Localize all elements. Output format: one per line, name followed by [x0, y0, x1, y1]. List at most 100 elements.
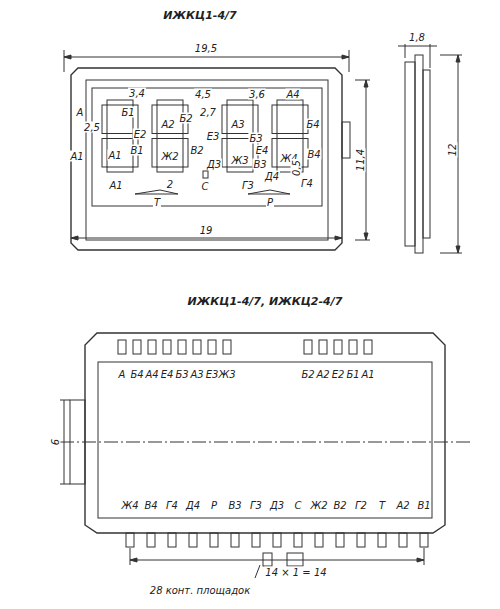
segment-label: Р: [211, 500, 217, 511]
dimension: А4: [145, 369, 158, 380]
contact-pad: [148, 340, 156, 354]
contact-pad: [126, 533, 134, 547]
segment-label: С: [295, 500, 302, 511]
dimension: 2,5: [83, 122, 101, 133]
contact-pad: [163, 340, 171, 354]
contact-pad: [364, 340, 372, 354]
dimension: Б2: [178, 113, 193, 124]
dimension: Е3: [206, 369, 219, 380]
dimension: В4: [144, 500, 157, 511]
dimension: 3,6: [248, 89, 266, 100]
dimension: Б4: [305, 119, 320, 130]
dimension: В1: [129, 145, 144, 156]
contact-pad: [133, 340, 141, 354]
dimension: 0,5: [291, 159, 302, 177]
contact-pad: [304, 340, 312, 354]
dimension: А3: [230, 119, 245, 130]
contact-pad: [168, 533, 176, 547]
dimension: Б3: [175, 369, 188, 380]
contact-pad: [118, 340, 126, 354]
segment: [157, 100, 183, 105]
dimension: 2: [166, 179, 174, 190]
dimension: В4: [306, 149, 321, 160]
contact-pad: [273, 533, 281, 547]
dimension: В1: [417, 500, 430, 511]
dimension: В2: [333, 500, 346, 511]
dimension: В3: [228, 500, 241, 511]
dimension: Е3: [206, 131, 221, 142]
contact-pad: [189, 533, 197, 547]
dimension: Г2: [355, 500, 367, 511]
segment: [157, 167, 183, 172]
dimension: Г3: [241, 180, 255, 191]
dimension: Г4: [300, 178, 314, 189]
dimension: 6: [50, 438, 61, 446]
dimension: Е2: [332, 369, 345, 380]
dimension: Д3: [206, 159, 222, 170]
segment-label: Т: [379, 500, 385, 511]
dimension: 19,5: [194, 43, 218, 54]
dimension: 3,4: [128, 88, 146, 99]
segment: [277, 100, 303, 105]
contact-pad: [252, 533, 260, 547]
dimension: 11,4: [355, 148, 366, 172]
dimension: Ж2: [160, 151, 179, 162]
segment: [107, 167, 133, 172]
title: ИЖКЦ1-4/7: [163, 10, 236, 22]
dimension: 1,8: [408, 32, 426, 43]
dimension: 28 конт. площадок: [149, 585, 251, 596]
segment: [253, 105, 258, 134]
dimension: Ж2: [310, 500, 327, 511]
dimension: Б3: [248, 133, 263, 144]
segment: [107, 100, 133, 105]
dimension: В2: [189, 145, 204, 156]
segment: [222, 105, 227, 134]
segment: [102, 139, 107, 168]
dimension: А2: [316, 369, 329, 380]
heading: ИЖКЦ1-4/7, ИЖКЦ2-4/7: [188, 296, 343, 308]
segment: [183, 139, 188, 168]
dimension: А2: [160, 119, 175, 130]
dimension: Ж3: [218, 369, 235, 380]
dimension: Е2: [133, 129, 148, 140]
dimension: 14 × 1 = 14: [264, 567, 327, 578]
dimension: А1: [107, 150, 122, 161]
dimension: Б2: [301, 369, 314, 380]
dimension: Г4: [166, 500, 178, 511]
segment-label: А: [119, 369, 126, 380]
dimension: 19: [199, 225, 214, 236]
contact-pad: [294, 533, 302, 547]
dimension: Ж3: [230, 155, 249, 166]
dimension: В3: [252, 159, 267, 170]
segment: [152, 105, 157, 134]
segment: [277, 134, 303, 139]
segment: [157, 134, 183, 139]
dimension: Б1: [346, 369, 359, 380]
dimension: Б4: [130, 369, 143, 380]
segment-label: С: [201, 181, 210, 192]
segment: [222, 139, 227, 168]
contact-pad: [315, 533, 323, 547]
dimension: А1: [361, 369, 374, 380]
contact-pad: [349, 340, 357, 354]
dimension: Ж4: [121, 500, 138, 511]
segment: [152, 139, 157, 168]
segment: [227, 100, 253, 105]
dimension: А4: [285, 89, 300, 100]
dimension: Д3: [270, 500, 284, 511]
dimension: Б1: [120, 107, 135, 118]
dimension: А1: [69, 151, 84, 162]
segment: [227, 167, 253, 172]
contact-pad: [193, 340, 201, 354]
contact-pad: [334, 340, 342, 354]
contact-pad: [319, 340, 327, 354]
segment-label: Т: [153, 197, 161, 208]
segment-label: Р: [266, 197, 274, 208]
dimension: 2,7: [199, 107, 217, 118]
dimension: 12: [447, 143, 458, 158]
segment: [102, 105, 107, 134]
segment-label: А: [76, 107, 85, 118]
contact-pad: [208, 340, 216, 354]
contact-pad: [210, 533, 218, 547]
